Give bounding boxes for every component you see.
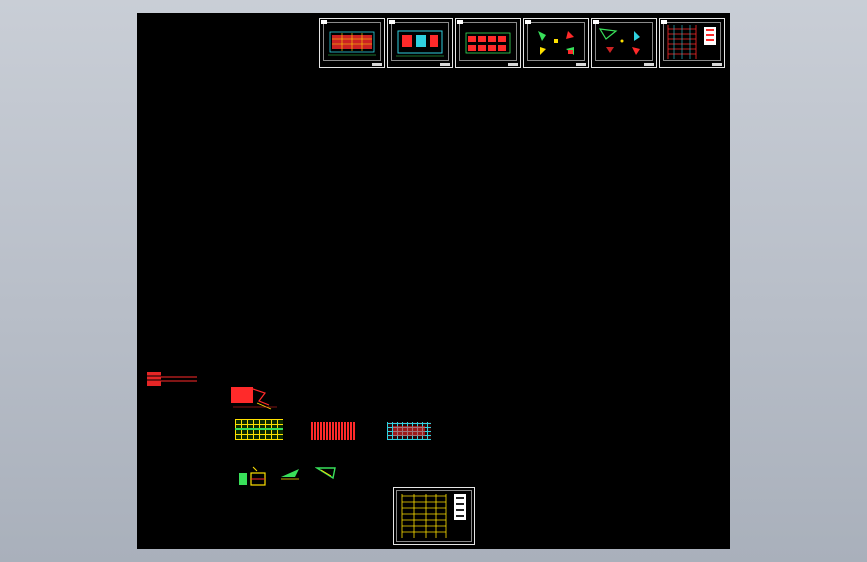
sheet-schedule[interactable] bbox=[659, 18, 725, 68]
plan-fragment-cyan[interactable] bbox=[387, 422, 431, 440]
title-fragment[interactable] bbox=[145, 368, 199, 390]
cad-model-space[interactable] bbox=[137, 13, 730, 549]
sheet-details-1[interactable] bbox=[523, 18, 589, 68]
detail-fragment-2[interactable] bbox=[279, 465, 303, 481]
plan-fragment-yellow[interactable] bbox=[235, 419, 283, 440]
schedule-sheet-bottom[interactable] bbox=[393, 487, 475, 545]
sheet-details-2[interactable] bbox=[591, 18, 657, 68]
sheet-floor-plan-1[interactable] bbox=[319, 18, 385, 68]
detail-fragment-3[interactable] bbox=[315, 464, 339, 480]
staircase-fragment[interactable] bbox=[229, 385, 281, 413]
sheet-floor-plan-3[interactable] bbox=[455, 18, 521, 68]
sheet-floor-plan-2[interactable] bbox=[387, 18, 453, 68]
plan-fragment-red[interactable] bbox=[311, 422, 355, 440]
detail-fragment-1[interactable] bbox=[237, 465, 273, 491]
